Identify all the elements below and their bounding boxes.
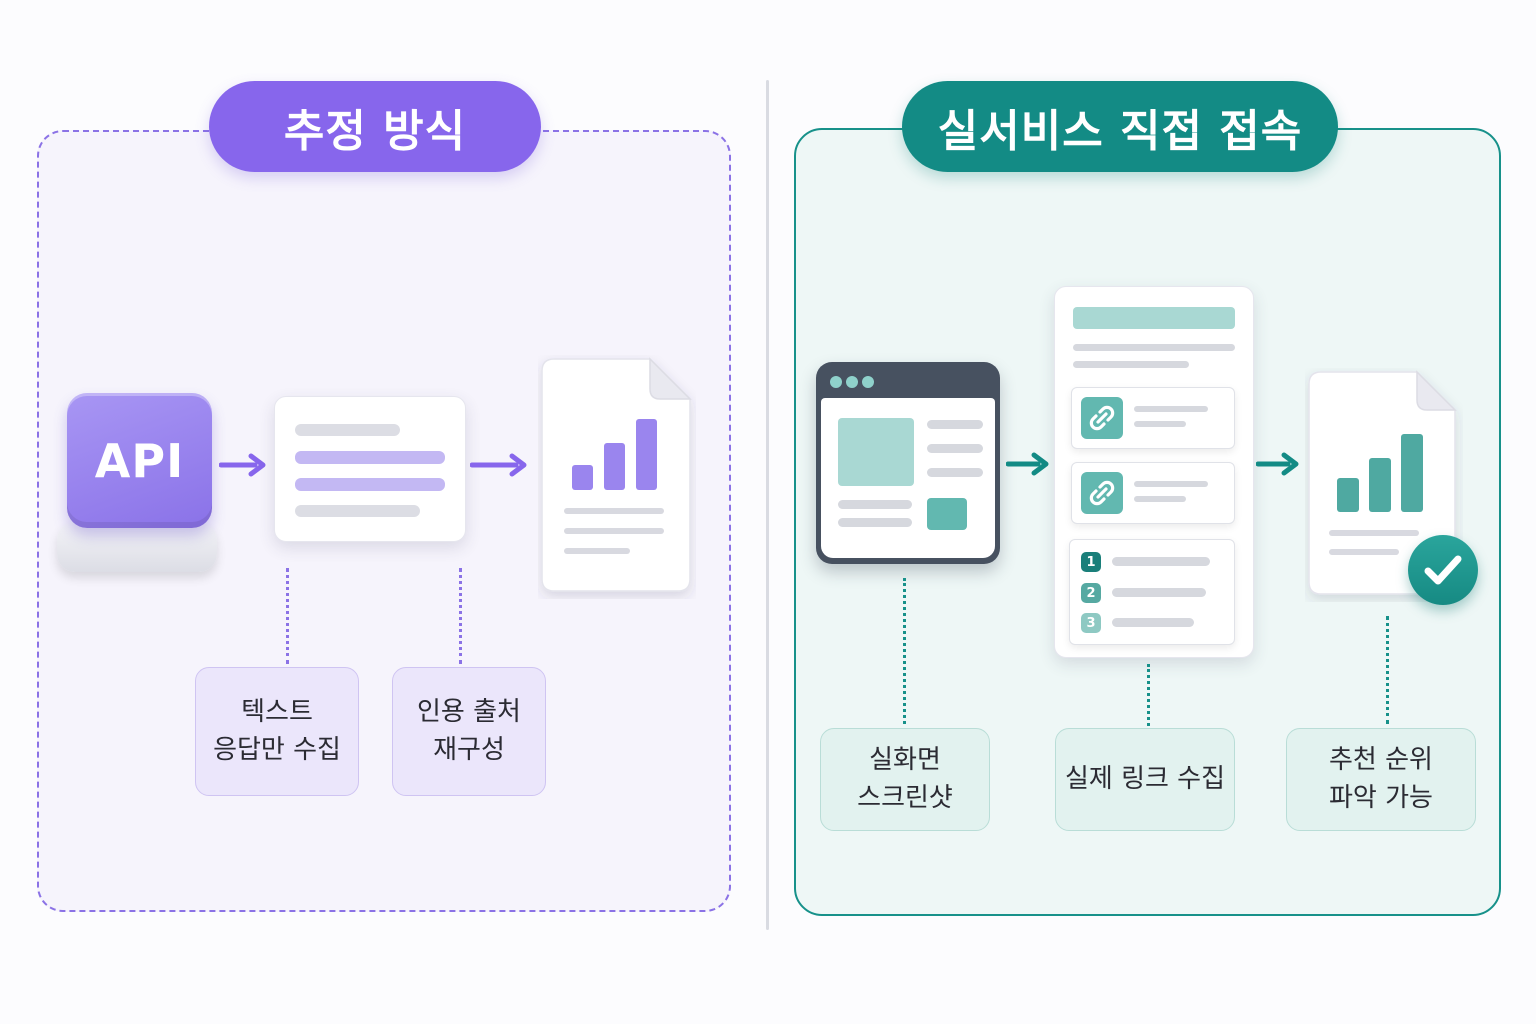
connector-line: [903, 578, 906, 724]
link-icon: [1081, 472, 1123, 514]
connector-line: [286, 568, 289, 664]
link-icon: [1081, 397, 1123, 439]
link-item: [1071, 462, 1235, 524]
api-key-base: [57, 522, 217, 572]
connector-line: [1147, 664, 1150, 726]
panel-divider: [766, 80, 769, 930]
browser-window-icon: [816, 362, 1000, 564]
connector-line: [1386, 616, 1389, 724]
link-item: [1071, 387, 1235, 449]
arrow-right-icon: [1006, 452, 1049, 476]
direct-access-title: 실서비스 직접 접속: [902, 81, 1338, 172]
report-document-icon: [541, 357, 692, 592]
api-key-icon: API: [67, 393, 212, 528]
ranked-list-icon: 1 2 3: [1069, 539, 1235, 645]
report-document-icon: [1308, 370, 1457, 595]
link-collect-label: 실제 링크 수집: [1055, 728, 1235, 831]
text-response-icon: [274, 396, 466, 542]
arrow-right-icon: [1256, 452, 1299, 476]
arrow-right-icon: [470, 453, 527, 477]
connector-line: [459, 568, 462, 664]
arrow-right-icon: [219, 453, 266, 477]
check-icon: [1408, 535, 1478, 605]
estimation-title: 추정 방식: [209, 81, 541, 172]
search-results-card: 1 2 3: [1054, 286, 1254, 658]
